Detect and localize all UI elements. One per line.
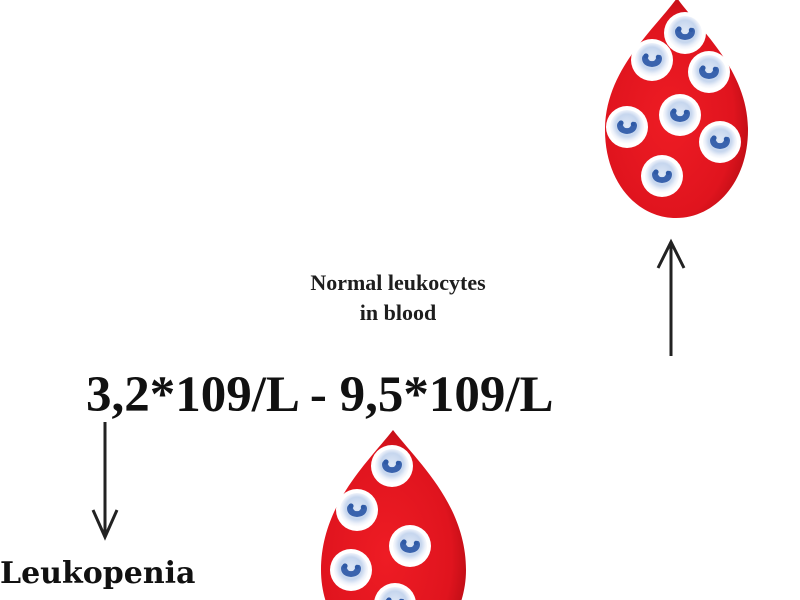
blood-drop-normal <box>321 430 466 600</box>
leukocyte-icon <box>606 106 648 148</box>
normal-range-value: 3,2*109/L - 9,5*109/L <box>86 367 554 423</box>
leukocyte-icon <box>389 525 431 567</box>
up-arrow-icon <box>656 238 686 356</box>
down-arrow-icon <box>91 422 119 541</box>
label-line-1: Normal leukocytes <box>310 270 486 295</box>
leukocyte-icon <box>659 94 701 136</box>
leukocyte-icon <box>664 12 706 54</box>
blood-drop-high <box>605 0 748 218</box>
label-line-2: in blood <box>359 300 437 325</box>
leukocyte-icon <box>631 39 673 81</box>
leukocyte-icon <box>699 121 741 163</box>
leukocyte-icon <box>336 489 378 531</box>
leukocyte-icon <box>641 155 683 197</box>
leukopenia-label: Leukopenia <box>0 556 196 591</box>
leukocyte-icon <box>330 549 372 591</box>
leukocyte-icon <box>688 51 730 93</box>
leukocyte-icon <box>371 445 413 487</box>
normal-leukocytes-label: Normal leukocytes in blood <box>240 268 556 328</box>
